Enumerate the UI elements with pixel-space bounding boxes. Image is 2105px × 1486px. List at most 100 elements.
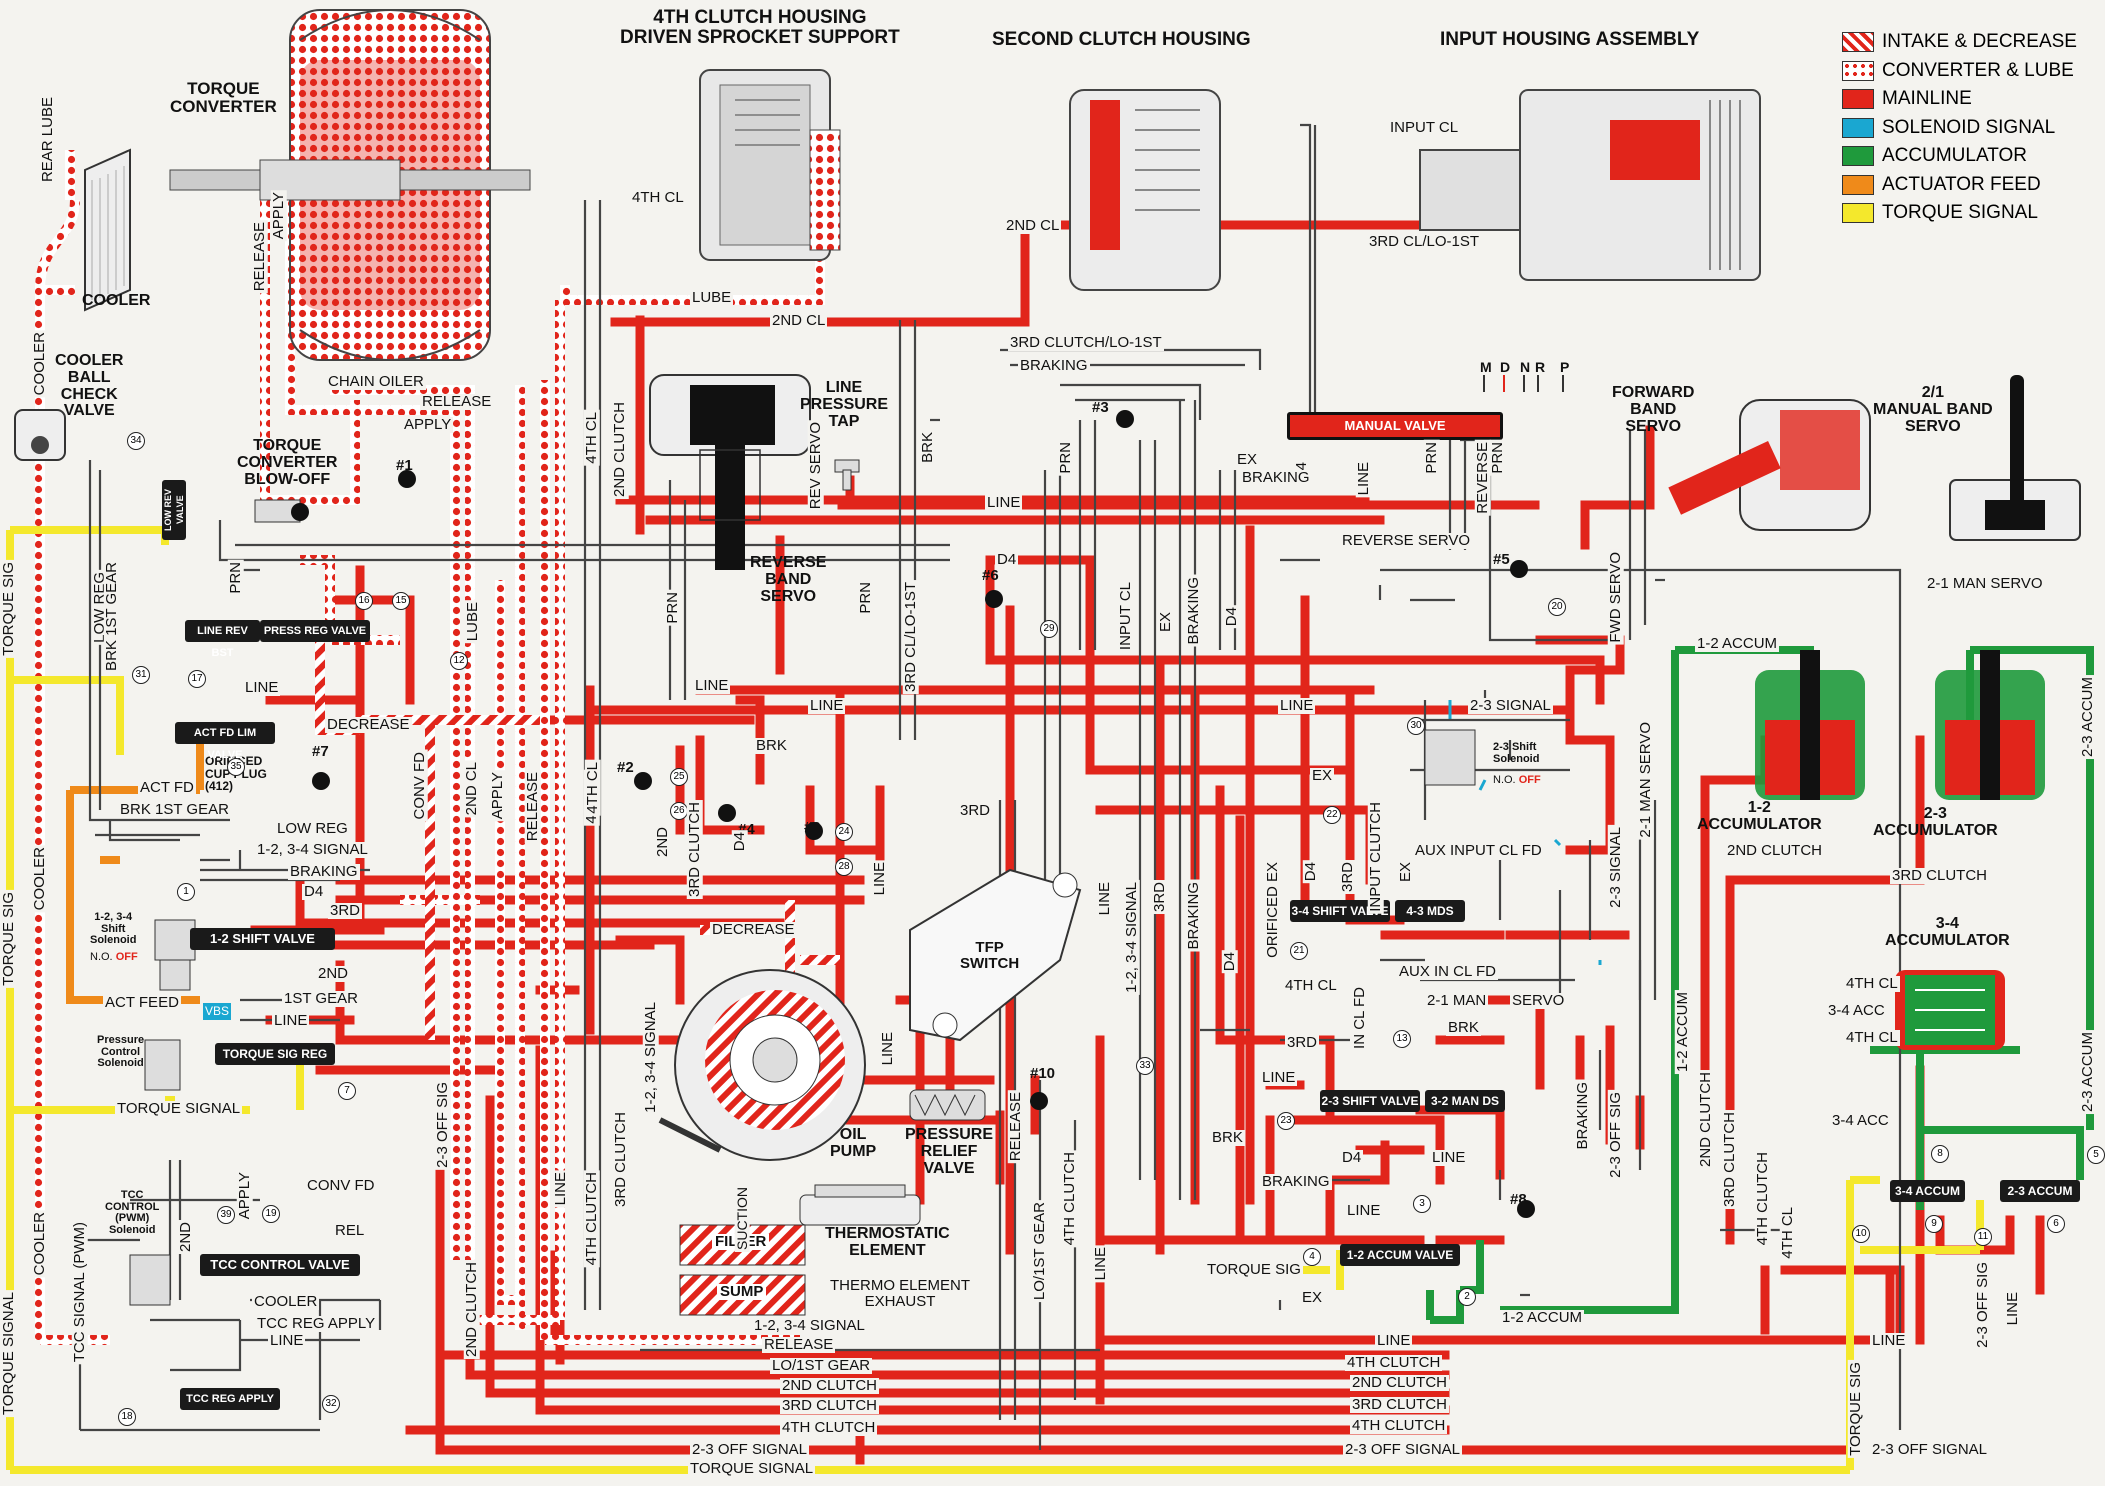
fitting-29: 29	[1040, 620, 1058, 638]
torque-sig-reg-valve[interactable]: TORQUE SIG REG	[215, 1043, 335, 1065]
label-12-no: N.O. OFF	[90, 951, 138, 963]
fitting-23: 23	[1277, 1112, 1295, 1130]
low-rev-valve[interactable]: LOW REV VALVE	[162, 480, 186, 540]
line-label-brk-v: BRK	[919, 430, 936, 465]
line-label-d4-v4: D4	[1302, 860, 1319, 884]
line-label-act-fd: ACT FD	[138, 779, 196, 796]
line-label-3rd-clutch-h: 3RD CLUTCH	[1890, 867, 1990, 884]
line-label-release-2: RELEASE	[420, 393, 494, 410]
tcc-control-valve[interactable]: TCC CONTROL VALVE	[200, 1254, 360, 1276]
label-tc-blowoff: TORQUE CONVERTER BLOW-OFF	[237, 437, 338, 488]
fitting-31: 31	[132, 666, 150, 684]
line-label-line-3: LINE	[985, 494, 1023, 511]
legend-item: ACTUATOR FEED	[1842, 171, 2077, 200]
line-label-3rd-clutch-1: 3RD CLUTCH	[1350, 1396, 1450, 1413]
legend-item: ACCUMULATOR	[1842, 142, 2077, 171]
line-label-d4-v2: D4	[1223, 605, 1240, 629]
12-shift-valve[interactable]: 1-2 SHIFT VALVE	[190, 928, 335, 950]
32-man-ds-valve[interactable]: 3-2 MAN DS	[1425, 1090, 1505, 1112]
label-23-shift-solenoid: 2-3 Shift Solenoid	[1493, 741, 1540, 765]
line-label-decrease-1: DECREASE	[325, 716, 412, 733]
cooler-art	[84, 148, 131, 312]
line-label-cooler-h: COOLER	[252, 1293, 320, 1310]
press-reg-valve[interactable]: PRESS REG VALVE	[260, 620, 370, 642]
gear-position-p: P	[1560, 359, 1570, 375]
line-label-3rd-clutch-v2: 3RD CLUTCH	[612, 1110, 629, 1210]
line-label-d4-3: D4	[1340, 1149, 1364, 1166]
accumulator-12-art	[1755, 650, 1865, 800]
fitting-8: 8	[1931, 1145, 1949, 1163]
line-label-shift-1234: 1-2, 3-4 SIGNAL	[255, 841, 370, 858]
fitting-39: 39	[217, 1206, 235, 1224]
line-label-d4-2: D4	[995, 551, 1019, 568]
legend-label: ACTUATOR FEED	[1882, 173, 2041, 195]
fitting-28: 28	[835, 858, 853, 876]
43-mds-valve[interactable]: 4-3 MDS	[1395, 900, 1465, 922]
line-label-line-6: LINE	[1278, 697, 1316, 714]
line-label-prn-4: PRN	[1057, 440, 1074, 476]
line-label-decrease-2: DECREASE	[710, 921, 797, 938]
checkball-label: #7	[312, 743, 329, 760]
fitting-17: 17	[188, 670, 206, 688]
legend-item: MAINLINE	[1842, 85, 2077, 114]
23-shift-valve[interactable]: 2-3 SHIFT VALVE	[1320, 1090, 1420, 1112]
manual-band-servo-art	[1949, 375, 2081, 541]
line-label-4th-cl: 4TH CL	[630, 189, 686, 206]
line-label-4th-clutch-3: 4TH CLUTCH	[780, 1419, 878, 1436]
pc-solenoid-art	[144, 1039, 181, 1091]
line-label-line-9: LINE	[1345, 1202, 1383, 1219]
tcc-reg-apply-valve[interactable]: TCC REG APPLY	[180, 1388, 280, 1410]
line-label-conv-fd-v: CONV FD	[411, 750, 428, 822]
line-label-braking-2: BRAKING	[1018, 357, 1090, 374]
act-fd-lim-valve[interactable]: ACT FD LIM VALVE	[175, 722, 275, 761]
line-label-3rd-clutch-lo1st: 3RD CLUTCH/LO-1ST	[1008, 334, 1164, 351]
12-accum-valve[interactable]: 1-2 ACCUM VALVE	[1340, 1244, 1460, 1266]
line-label-3rd-cl-lo1st: 3RD CL/LO-1ST	[1367, 233, 1482, 250]
34-accum-valve[interactable]: 3-4 ACCUM	[1890, 1180, 1965, 1202]
line-label-21-man: 2-1 MAN	[1425, 992, 1489, 1009]
checkball-label: #10	[1030, 1065, 1056, 1082]
line-label-tcc-signal-pwm: TCC SIGNAL (PWM)	[71, 1220, 88, 1365]
line-label-line-10: LINE	[1870, 1332, 1908, 1349]
line-label-braking-v2: BRAKING	[1185, 880, 1202, 952]
title-input-housing-assembly: INPUT HOUSING ASSEMBLY	[1440, 29, 1700, 50]
line-label-2nd-cl-v: 2ND CL	[463, 760, 480, 818]
legend-swatch	[1842, 117, 1874, 138]
line-rev-bst-valve[interactable]: LINE REV BST	[185, 620, 260, 659]
line-label-prn-6: PRN	[1423, 440, 1440, 476]
fitting-35: 35	[227, 758, 245, 776]
gear-selector-marks	[1483, 375, 1564, 392]
line-label-brk-1st-gear-v: BRK 1ST GEAR	[103, 560, 120, 673]
checkball-1	[398, 470, 416, 488]
line-label-cooler-2: COOLER	[31, 845, 48, 913]
title-second-clutch-housing: SECOND CLUTCH HOUSING	[992, 29, 1251, 50]
legend-item: CONVERTER & LUBE	[1842, 57, 2077, 86]
line-label-line-4: LINE	[693, 677, 731, 694]
line-label-brk-1: BRK	[754, 737, 789, 754]
checkball-10	[1030, 1092, 1048, 1110]
line-label-34-acc-2: 3-4 ACC	[1830, 1112, 1891, 1129]
line-label-apply-2: APPLY	[402, 416, 454, 433]
label-accumulator-23: 2-3 ACCUMULATOR	[1873, 805, 1998, 839]
pressure-relief-art	[909, 1089, 986, 1121]
legend-label: CONVERTER & LUBE	[1882, 59, 2074, 81]
23-accum-valve[interactable]: 2-3 ACCUM	[2000, 1180, 2080, 1202]
line-label-23-off-sig-v2: 2-3 OFF SIG	[1607, 1090, 1624, 1180]
line-label-2nd-cl: 2ND CL	[770, 312, 828, 329]
line-label-orificed-ex: ORIFICED EX	[1264, 860, 1281, 960]
legend-label: INTAKE & DECREASE	[1882, 31, 2077, 53]
manual-valve[interactable]: MANUAL VALVE	[1287, 412, 1503, 440]
line-label-2nd-v: 2ND	[654, 825, 671, 860]
line-label-line-7: LINE	[1260, 1069, 1298, 1086]
second-clutch-housing-art	[1069, 89, 1221, 291]
fitting-33: 33	[1136, 1057, 1154, 1075]
line-label-d4-v3: D4	[1221, 950, 1238, 974]
line-label-23-off-signal-2: 2-3 OFF SIGNAL	[690, 1441, 810, 1458]
line-label-line-v7: LINE	[1355, 460, 1372, 498]
line-label-34-acc-1: 3-4 ACC	[1826, 1002, 1887, 1019]
reverse-band-servo-art	[649, 374, 811, 570]
line-label-braking-4: BRAKING	[1260, 1173, 1332, 1190]
line-label-3rd-v: 3RD	[1151, 880, 1168, 915]
34-shift-valve[interactable]: 3-4 SHIFT VALVE	[1290, 900, 1390, 922]
legend-swatch	[1842, 203, 1874, 224]
